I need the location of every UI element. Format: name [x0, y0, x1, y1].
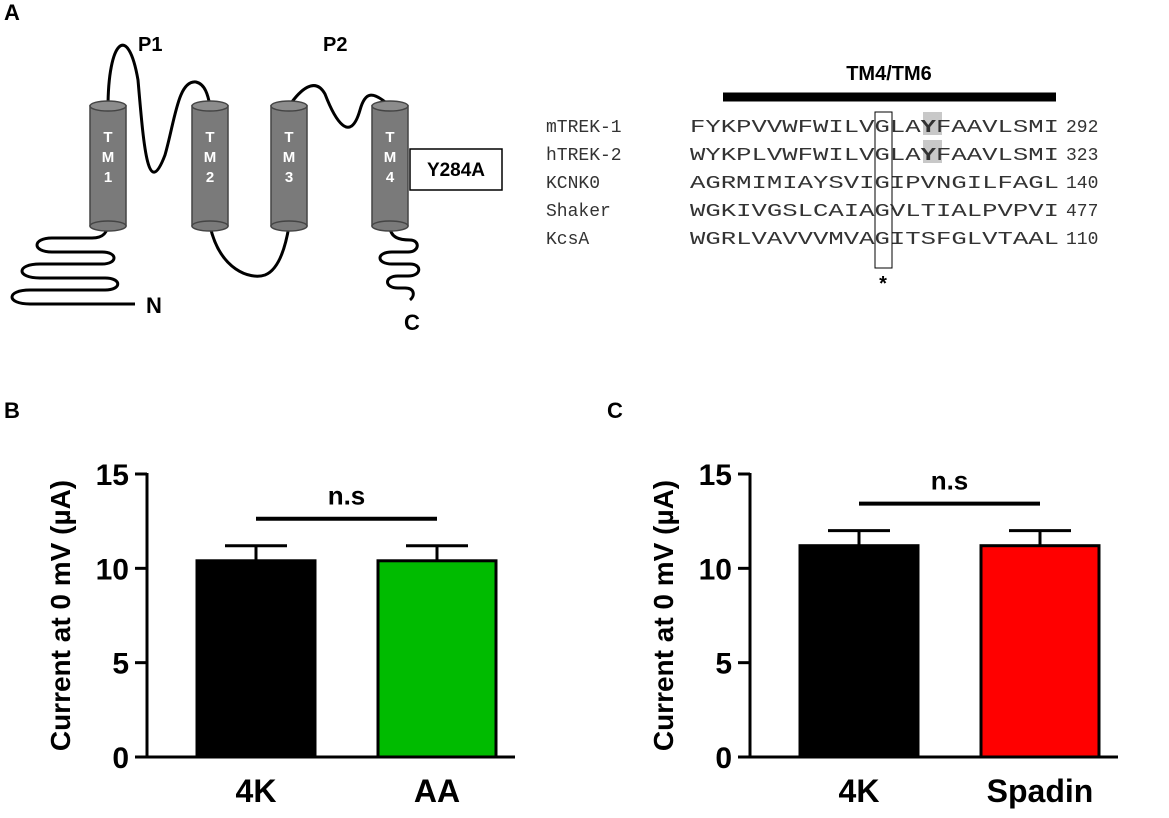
c-terminus-chain	[378, 225, 421, 302]
bar-4k	[798, 544, 920, 759]
significance-label: n.s	[328, 481, 366, 511]
alignment-name: hTREK-2	[546, 146, 622, 166]
tm-cylinder-4	[371, 100, 409, 232]
alignment-position: 110	[1066, 230, 1098, 250]
bar-aa	[376, 559, 498, 759]
c-terminus-label: C	[404, 310, 420, 335]
y-tick-label: 10	[699, 553, 732, 586]
panel-label-b: B	[4, 398, 20, 423]
panel-label-c: C	[607, 398, 623, 423]
y-tick-label: 15	[96, 459, 129, 492]
n-terminus-label: N	[146, 293, 162, 318]
tm-region-label: TM4/TM6	[846, 63, 932, 85]
panel-label-a: A	[4, 0, 20, 25]
y-tick-label: 15	[699, 459, 732, 492]
p1-loop	[106, 43, 212, 174]
y-tick-label: 10	[96, 553, 129, 586]
alignment-name: mTREK-1	[546, 118, 622, 138]
conserved-marker: *	[879, 273, 887, 295]
highlight-cell-1	[923, 140, 942, 163]
alignment-name: Shaker	[546, 202, 611, 222]
n-terminus-chain	[10, 221, 135, 306]
y-tick-label: 0	[112, 742, 129, 775]
x-tick-label: 4K	[839, 773, 880, 809]
highlight-cell-0	[923, 112, 942, 135]
alignment-position: 140	[1066, 174, 1098, 194]
bar-spadin	[979, 544, 1101, 759]
x-tick-label: AA	[414, 773, 460, 809]
bar-4k	[195, 559, 317, 759]
y-axis-label: Current at 0 mV (µA)	[45, 480, 76, 751]
alignment-position: 292	[1066, 118, 1098, 138]
mutation-label: Y284A	[427, 160, 485, 181]
x-tick-label: Spadin	[987, 773, 1094, 809]
conserved-glycine-box	[874, 111, 893, 269]
y-tick-label: 5	[112, 648, 129, 681]
alignment-position: 323	[1066, 146, 1098, 166]
alignment-name: KcsA	[546, 230, 589, 250]
p2-loop	[287, 84, 391, 129]
alignment-name: KCNK0	[546, 174, 600, 194]
significance-label: n.s	[931, 466, 969, 496]
p1-label: P1	[138, 34, 162, 56]
x-tick-label: 4K	[236, 773, 277, 809]
membrane-topology-diagram	[10, 43, 421, 306]
tm-cylinder-2	[191, 100, 229, 232]
mutation-box	[409, 148, 503, 191]
tm-cylinder-3	[270, 100, 308, 232]
alignment-position: 477	[1066, 202, 1098, 222]
p2-label: P2	[323, 34, 347, 56]
intracellular-loop	[208, 225, 291, 278]
y-tick-label: 0	[715, 742, 732, 775]
y-axis-label: Current at 0 mV (µA)	[648, 480, 679, 751]
tm-cylinder-1	[89, 100, 127, 232]
y-tick-label: 5	[715, 648, 732, 681]
